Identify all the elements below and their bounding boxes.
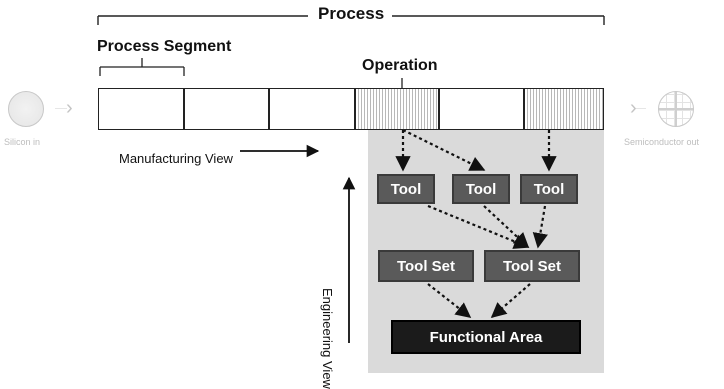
- process-segment: [269, 88, 355, 130]
- toolset-to-functional-area-arrows: [427, 283, 531, 319]
- operation-label: Operation: [362, 57, 438, 74]
- process-segment: [184, 88, 269, 130]
- tool-set-box: Tool Set: [484, 250, 580, 282]
- tool-to-toolset-arrows: [427, 204, 548, 249]
- silicon-wafer-icon: [8, 91, 44, 127]
- engineering-view-label: Engineering View: [320, 288, 335, 389]
- diagram-lines: [97, 15, 605, 343]
- process-segment: [98, 88, 184, 130]
- operation-segment: [355, 88, 439, 130]
- process-segment-label: Process Segment: [97, 38, 232, 55]
- input-arrow-label-icon: ——: [55, 106, 67, 112]
- tool-box: Tool: [520, 174, 578, 204]
- output-arrow-label-icon: ——: [634, 106, 646, 112]
- process-segment: [439, 88, 524, 130]
- operation-to-tool-arrows: [395, 129, 557, 172]
- semiconductor-wafer-icon: [658, 91, 694, 127]
- operation-segment: [524, 88, 604, 130]
- chevron-right-icon: ›: [66, 97, 73, 119]
- tool-box: Tool: [452, 174, 510, 204]
- tool-set-box: Tool Set: [378, 250, 474, 282]
- semiconductor-out-label: Semiconductor out: [624, 137, 700, 147]
- process-label: Process: [318, 4, 385, 23]
- chevron-right-icon: ›: [630, 97, 637, 119]
- process-segment-bracket: [99, 58, 185, 76]
- functional-area-box: Functional Area: [391, 320, 581, 354]
- manufacturing-view-label: Manufacturing View: [119, 151, 233, 166]
- tool-box: Tool: [377, 174, 435, 204]
- process-bracket: [97, 15, 605, 25]
- silicon-in-label: Silicon in: [4, 137, 41, 147]
